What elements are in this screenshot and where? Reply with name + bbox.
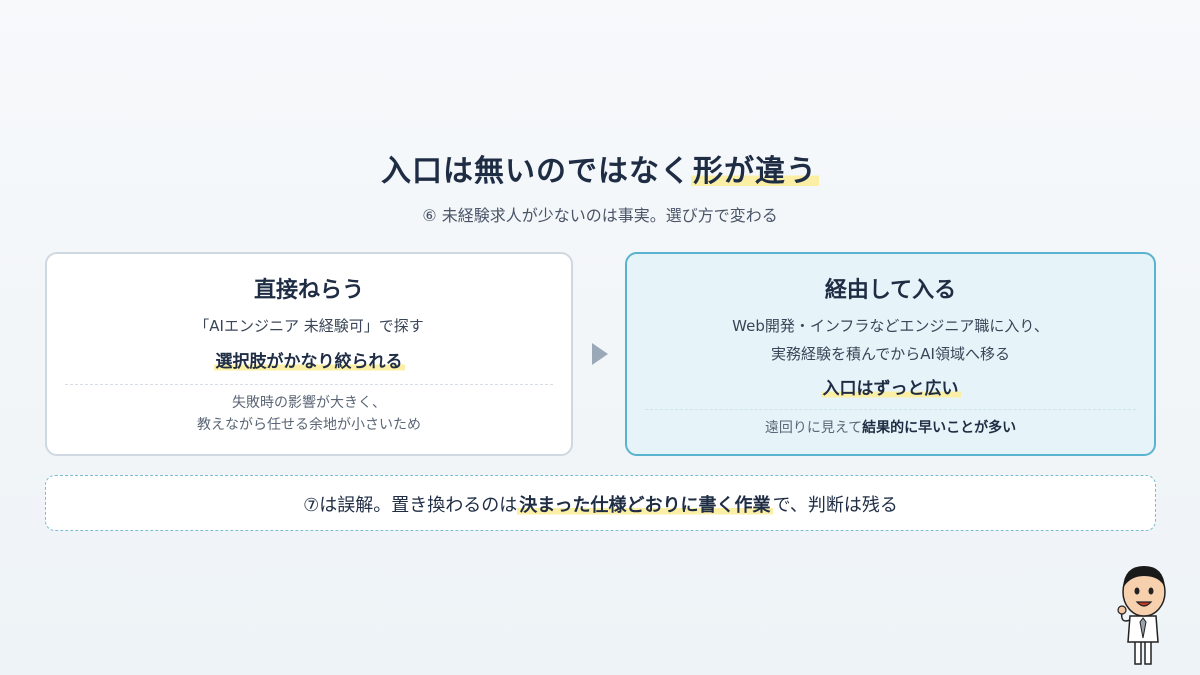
card-emphasis: 入口はずっと広い	[820, 379, 961, 399]
card-heading: 経由して入る	[824, 278, 957, 303]
indirect-approach-card: 経由して入る Web開発・インフラなどエンジニア職に入り、 実務経験を積んでから…	[625, 252, 1156, 456]
card-note: 遠回りに見えて結果的に早いことが多い	[764, 420, 1017, 436]
card-body: Web開発・インフラなどエンジニア職に入り、 実務経験を積んでからAI領域へ移る	[732, 317, 1049, 363]
misconception-note: ⑦は誤解。置き換わるのは決まった仕様どおりに書く作業で、判断は残る	[45, 475, 1156, 531]
card-heading: 直接ねらう	[253, 278, 364, 303]
card-note: 失敗時の影響が大きく、 教えながら任せる余地が小さいため	[197, 395, 421, 433]
card-emphasis: 選択肢がかなり絞られる	[213, 352, 405, 372]
arrow-right-icon	[592, 343, 608, 365]
title-main: 入口は無いのではなく	[381, 154, 691, 189]
direct-approach-card: 直接ねらう 「AIエンジニア 未経験可」で探す 選択肢がかなり絞られる 失敗時の…	[45, 252, 573, 456]
title-highlight: 形が違う	[691, 154, 819, 189]
card-body: 「AIエンジニア 未経験可」で探す	[194, 317, 424, 335]
card-divider	[65, 384, 553, 385]
page-subtitle: ⑥ 未経験求人が少ないのは事実。選び方で変わる	[422, 206, 778, 225]
note-text: ⑦は誤解。置き換わるのは決まった仕様どおりに書く作業で、判断は残る	[303, 495, 898, 516]
presenter-mascot-icon	[1117, 566, 1166, 665]
card-divider	[645, 409, 1136, 410]
page-title: 入口は無いのではなく形が違う	[0, 146, 1200, 190]
